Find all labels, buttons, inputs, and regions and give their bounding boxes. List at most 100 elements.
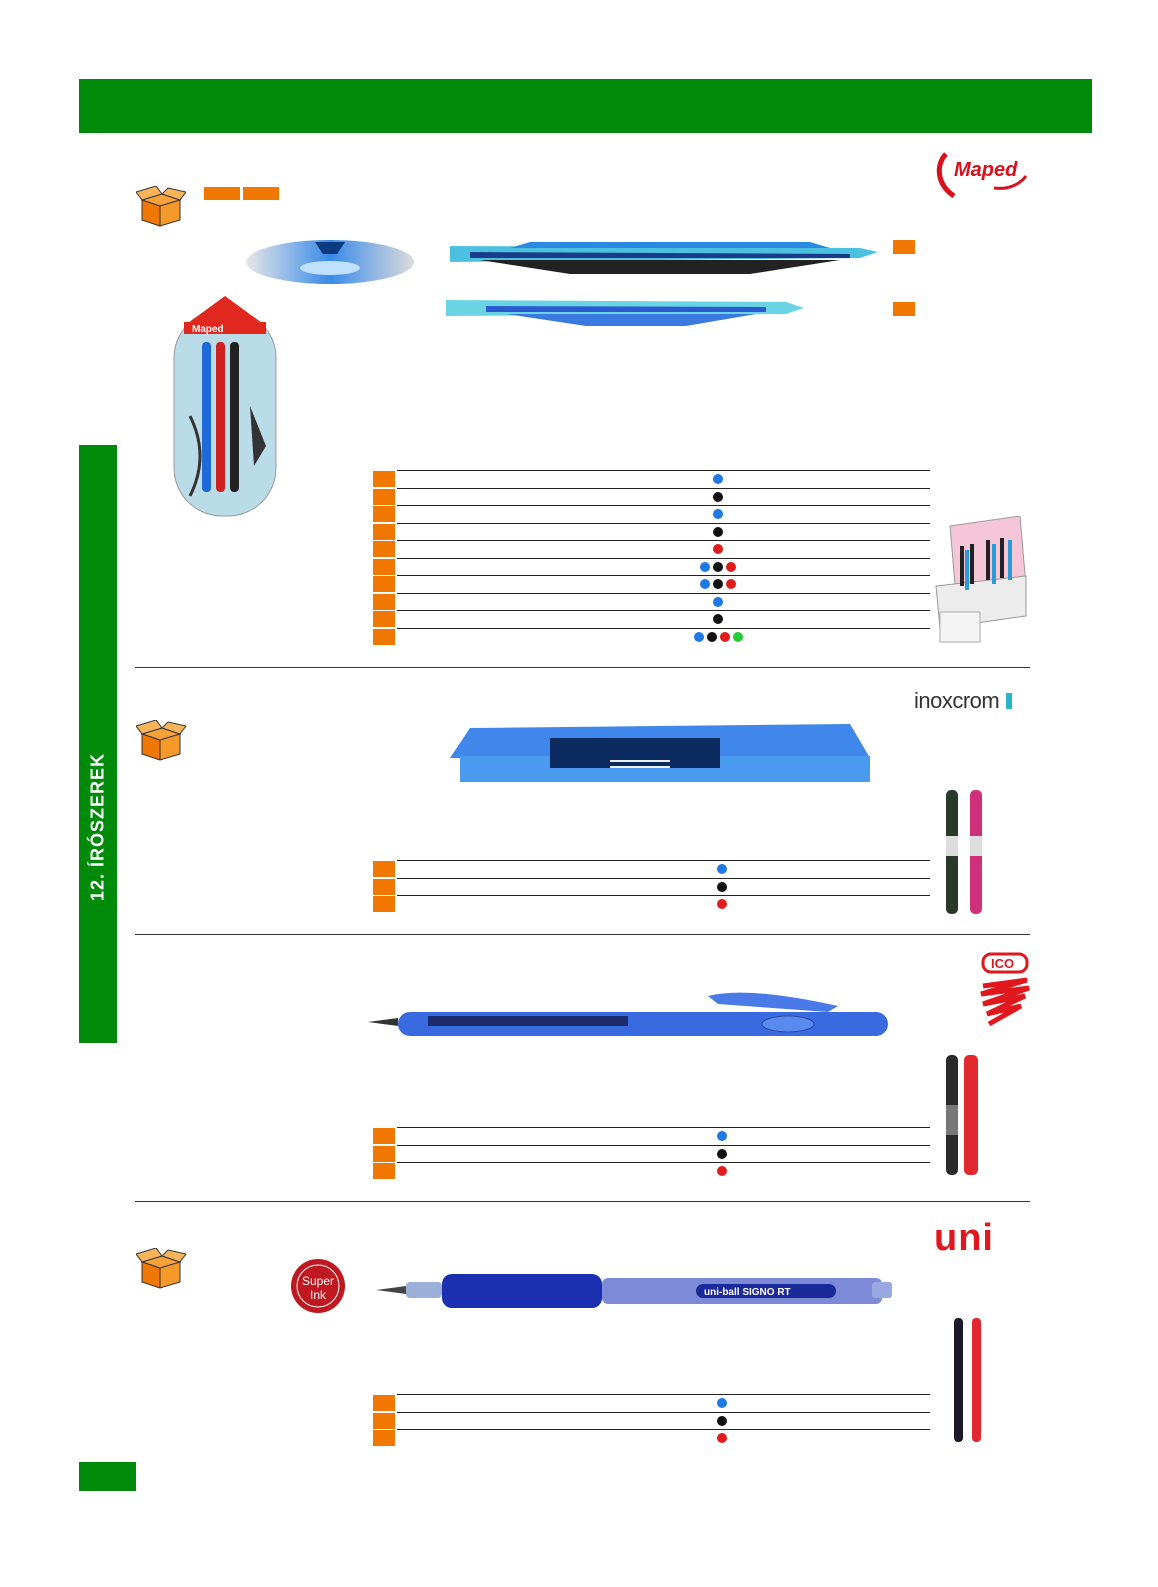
code-cell — [373, 896, 395, 912]
code-cell — [373, 861, 395, 877]
red-ink-dot — [726, 579, 736, 589]
blister-brand: Maped — [192, 324, 224, 335]
green-ink-dot — [732, 631, 743, 642]
display-stand-image — [930, 515, 1030, 646]
uni-pen-image: uni-ball SIGNO RT — [376, 1268, 896, 1312]
row-rule — [397, 1127, 930, 1128]
row-rule — [397, 1394, 930, 1395]
black-ink-dot — [717, 1148, 727, 1159]
pen-cap-image — [245, 232, 415, 284]
row-rule — [397, 540, 930, 541]
blue-ink-dot — [717, 1131, 727, 1141]
blue-ink-dot — [713, 596, 723, 607]
super-ink-line1: Super — [302, 1274, 334, 1288]
row-rule — [397, 592, 930, 594]
code-cell — [373, 541, 395, 557]
table-row — [373, 1429, 930, 1447]
section-divider — [135, 934, 1030, 935]
package-box-icon — [135, 719, 187, 762]
inoxcrom-pens-image — [940, 790, 990, 914]
table-row — [373, 627, 930, 646]
maped-variant-table — [373, 470, 930, 646]
ico-logo-text: ICO — [991, 956, 1014, 971]
code-cell — [373, 523, 395, 540]
qty-tag — [243, 187, 279, 200]
section-divider — [135, 667, 1030, 668]
table-row — [373, 557, 930, 576]
code-cell — [373, 471, 395, 487]
uni-logo: uni — [934, 1219, 1034, 1257]
row-rule — [397, 1411, 930, 1413]
black-ink-dot — [713, 526, 723, 537]
table-row — [373, 540, 930, 558]
ico-variant-table — [373, 1127, 930, 1181]
package-box-icon — [135, 185, 187, 228]
black-ink-dot — [713, 579, 723, 589]
table-row — [373, 575, 930, 593]
row-rule — [397, 627, 930, 629]
code-cell — [373, 593, 395, 610]
black-ink-dot — [713, 561, 723, 572]
super-ink-badge: Super Ink — [290, 1258, 346, 1314]
code-cell — [373, 558, 395, 575]
blue-ink-dot — [693, 631, 704, 642]
red-ink-dot — [726, 561, 736, 572]
table-row — [373, 610, 930, 628]
code-cell — [373, 488, 395, 505]
row-rule — [397, 522, 930, 524]
table-row — [373, 895, 930, 913]
table-row — [373, 522, 930, 541]
code-cell — [373, 628, 395, 645]
code-cell — [373, 506, 395, 522]
table-row — [373, 470, 930, 488]
inoxcrom-pen-image — [430, 718, 890, 788]
row-rule — [397, 895, 930, 896]
logo-bar — [1005, 693, 1012, 709]
code-cell — [373, 1395, 395, 1411]
black-ink-dot — [713, 491, 723, 502]
blue-ink-dot — [700, 579, 710, 589]
inoxcrom-logo: inoxcrom — [914, 688, 1034, 714]
qty-tag — [204, 187, 240, 200]
code-cell — [373, 611, 395, 627]
red-ink-dot — [719, 631, 730, 642]
inoxcrom-logo-text: inoxcrom — [914, 688, 1000, 713]
row-rule — [397, 1144, 930, 1146]
red-ink-dot — [717, 1166, 727, 1176]
super-ink-line2: Ink — [310, 1288, 327, 1302]
blue-ink-dot — [717, 864, 727, 874]
table-row — [373, 1127, 930, 1145]
row-rule — [397, 487, 930, 489]
red-ink-dot — [717, 899, 727, 909]
black-ink-dot — [717, 1415, 727, 1426]
maped-logo-text: Maped — [954, 159, 1018, 181]
row-rule — [397, 505, 930, 506]
page-number-box — [79, 1462, 136, 1491]
red-ink-dot — [717, 1433, 727, 1443]
table-row — [373, 505, 930, 523]
table-row — [373, 877, 930, 896]
section-title: 12. ÍRÓSZEREK — [87, 752, 108, 902]
row-rule — [397, 470, 930, 471]
black-ink-dot — [706, 631, 717, 642]
pen-image-1 — [450, 234, 880, 276]
header-band — [79, 79, 1092, 133]
table-row — [373, 487, 930, 506]
table-row — [373, 1411, 930, 1430]
blue-ink-dot — [713, 474, 723, 484]
code-cell — [373, 576, 395, 592]
ico-logo: ICO — [975, 952, 1035, 1028]
tag — [893, 302, 915, 316]
table-row — [373, 1144, 930, 1163]
code-cell — [373, 1145, 395, 1162]
blue-ink-dot — [713, 509, 723, 519]
red-ink-dot — [713, 544, 723, 554]
row-rule — [397, 557, 930, 559]
blue-ink-dot — [717, 1398, 727, 1408]
code-cell — [373, 1128, 395, 1144]
tag — [893, 240, 915, 254]
table-row — [373, 1394, 930, 1412]
row-rule — [397, 575, 930, 576]
uni-variant-table — [373, 1394, 930, 1448]
row-rule — [397, 1162, 930, 1163]
